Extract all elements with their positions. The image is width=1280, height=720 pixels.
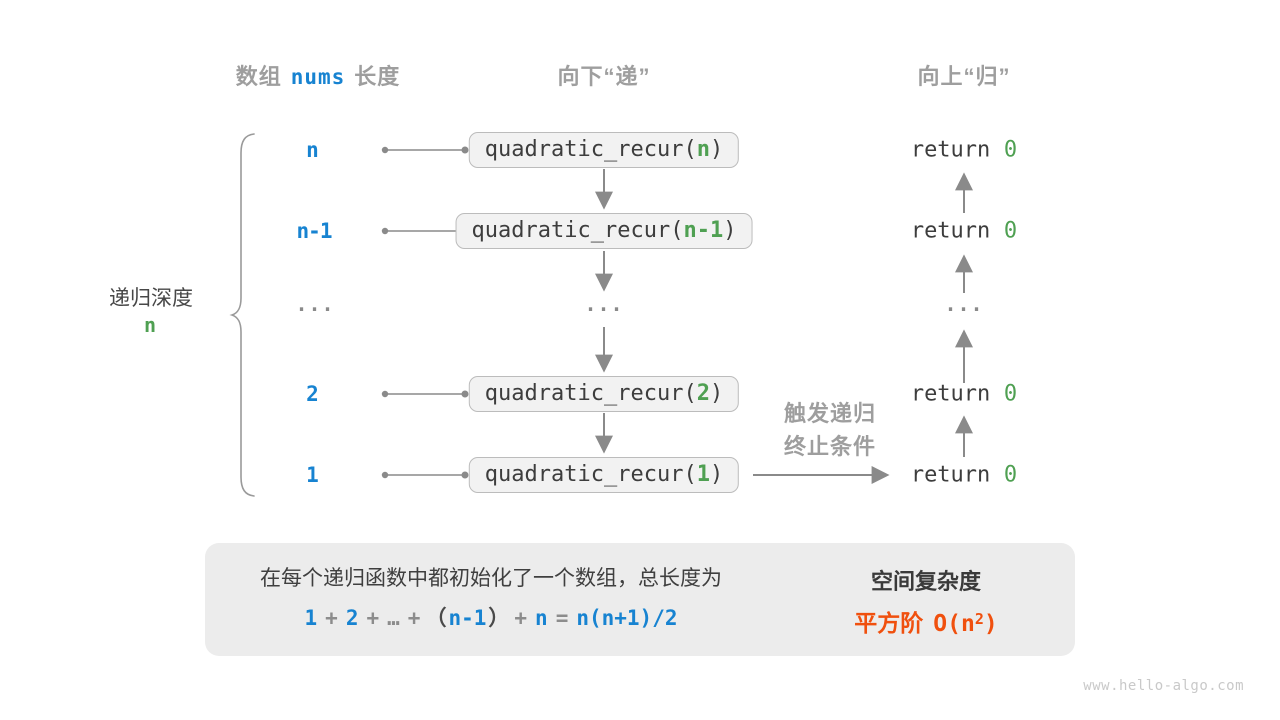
return-keyword: return xyxy=(910,381,991,407)
call-arg: 1 xyxy=(696,462,710,487)
formula-token: + xyxy=(407,606,421,630)
call-box-2: quadratic_recur(2) xyxy=(468,376,740,412)
summary-description: 在每个递归函数中都初始化了一个数组，总长度为 xyxy=(260,567,722,590)
call-box-n-1: quadratic_recur(n-1) xyxy=(455,213,753,249)
column-header-return-up: 向上“归” xyxy=(917,64,1011,89)
return-statement-1: return 0 xyxy=(911,463,1017,488)
formula-token: ） xyxy=(488,606,510,630)
return-statement-n: return 0 xyxy=(911,138,1017,163)
call-fn-text: quadratic_recur( xyxy=(471,218,684,243)
formula-token: = xyxy=(555,606,569,630)
formula-token: 2 xyxy=(345,606,359,630)
formula-token: + xyxy=(366,606,380,630)
trigger-note-line1: 触发递归 xyxy=(783,401,877,426)
formula-token: n xyxy=(535,606,548,630)
header-array-post: 长度 xyxy=(354,64,401,89)
formula-token: n(n+1)/2 xyxy=(576,606,678,630)
return-statement-n-1: return 0 xyxy=(911,219,1017,244)
ellipsis-right: ... xyxy=(944,292,984,316)
return-keyword: return xyxy=(910,218,991,244)
formula-token: （ xyxy=(425,606,447,630)
call-close-paren: ) xyxy=(709,462,724,487)
space-complexity-title: 空间复杂度 xyxy=(870,569,981,594)
depth-brace-icon xyxy=(229,133,255,497)
column-header-recurse-down: 向下“递” xyxy=(557,64,651,89)
return-value: 0 xyxy=(1003,137,1018,163)
column-header-array-length: 数组 nums 长度 xyxy=(236,59,401,91)
return-keyword: return xyxy=(910,462,991,488)
call-fn-text: quadratic_recur( xyxy=(484,137,697,162)
recursion-depth-label: 递归深度 xyxy=(109,287,193,310)
ellipsis-left: ... xyxy=(295,292,335,316)
row-length-2: 2 xyxy=(306,382,319,406)
formula-token: 1 xyxy=(304,606,318,630)
row-length-1: 1 xyxy=(306,463,319,487)
return-value: 0 xyxy=(1003,218,1018,244)
call-box-1: quadratic_recur(1) xyxy=(468,457,740,493)
formula-token: + xyxy=(514,606,528,630)
formula-token: n-1 xyxy=(448,606,487,630)
row-length-n-1: n-1 xyxy=(296,219,333,243)
big-o-exponent: 2 xyxy=(974,610,984,628)
connector-dots xyxy=(381,146,469,479)
complexity-prefix: 平方阶 xyxy=(854,610,924,636)
big-o-pre: O(n xyxy=(933,611,975,637)
big-o-post: ) xyxy=(983,611,998,637)
trigger-note-line2: 终止条件 xyxy=(783,434,877,459)
summary-formula: 1+2+…+（n-1）+n=n(n+1)/2 xyxy=(205,602,777,632)
header-nums-code: nums xyxy=(290,65,346,89)
header-array-pre: 数组 xyxy=(235,64,282,89)
call-arg: n xyxy=(696,137,710,162)
call-arg: 2 xyxy=(696,381,710,406)
call-box-n: quadratic_recur(n) xyxy=(468,132,740,168)
space-complexity-value: 平方阶 O(n2) xyxy=(777,604,1075,638)
summary-panel xyxy=(205,543,1075,656)
ellipsis-middle: ... xyxy=(584,292,624,316)
call-fn-text: quadratic_recur( xyxy=(484,381,697,406)
call-close-paren: ) xyxy=(709,137,724,162)
watermark: www.hello-algo.com xyxy=(1083,678,1244,694)
recursion-depth-value: n xyxy=(143,313,157,337)
row-length-n: n xyxy=(306,138,319,162)
return-value: 0 xyxy=(1003,462,1018,488)
return-statement-2: return 0 xyxy=(911,382,1017,407)
call-close-paren: ) xyxy=(723,218,737,243)
label-connectors xyxy=(385,149,466,476)
call-close-paren: ) xyxy=(709,381,724,406)
return-keyword: return xyxy=(910,137,991,163)
return-value: 0 xyxy=(1003,381,1018,407)
call-arg: n-1 xyxy=(683,218,724,243)
call-fn-text: quadratic_recur( xyxy=(484,462,697,487)
formula-token: … xyxy=(387,606,400,630)
formula-token: + xyxy=(325,606,338,630)
